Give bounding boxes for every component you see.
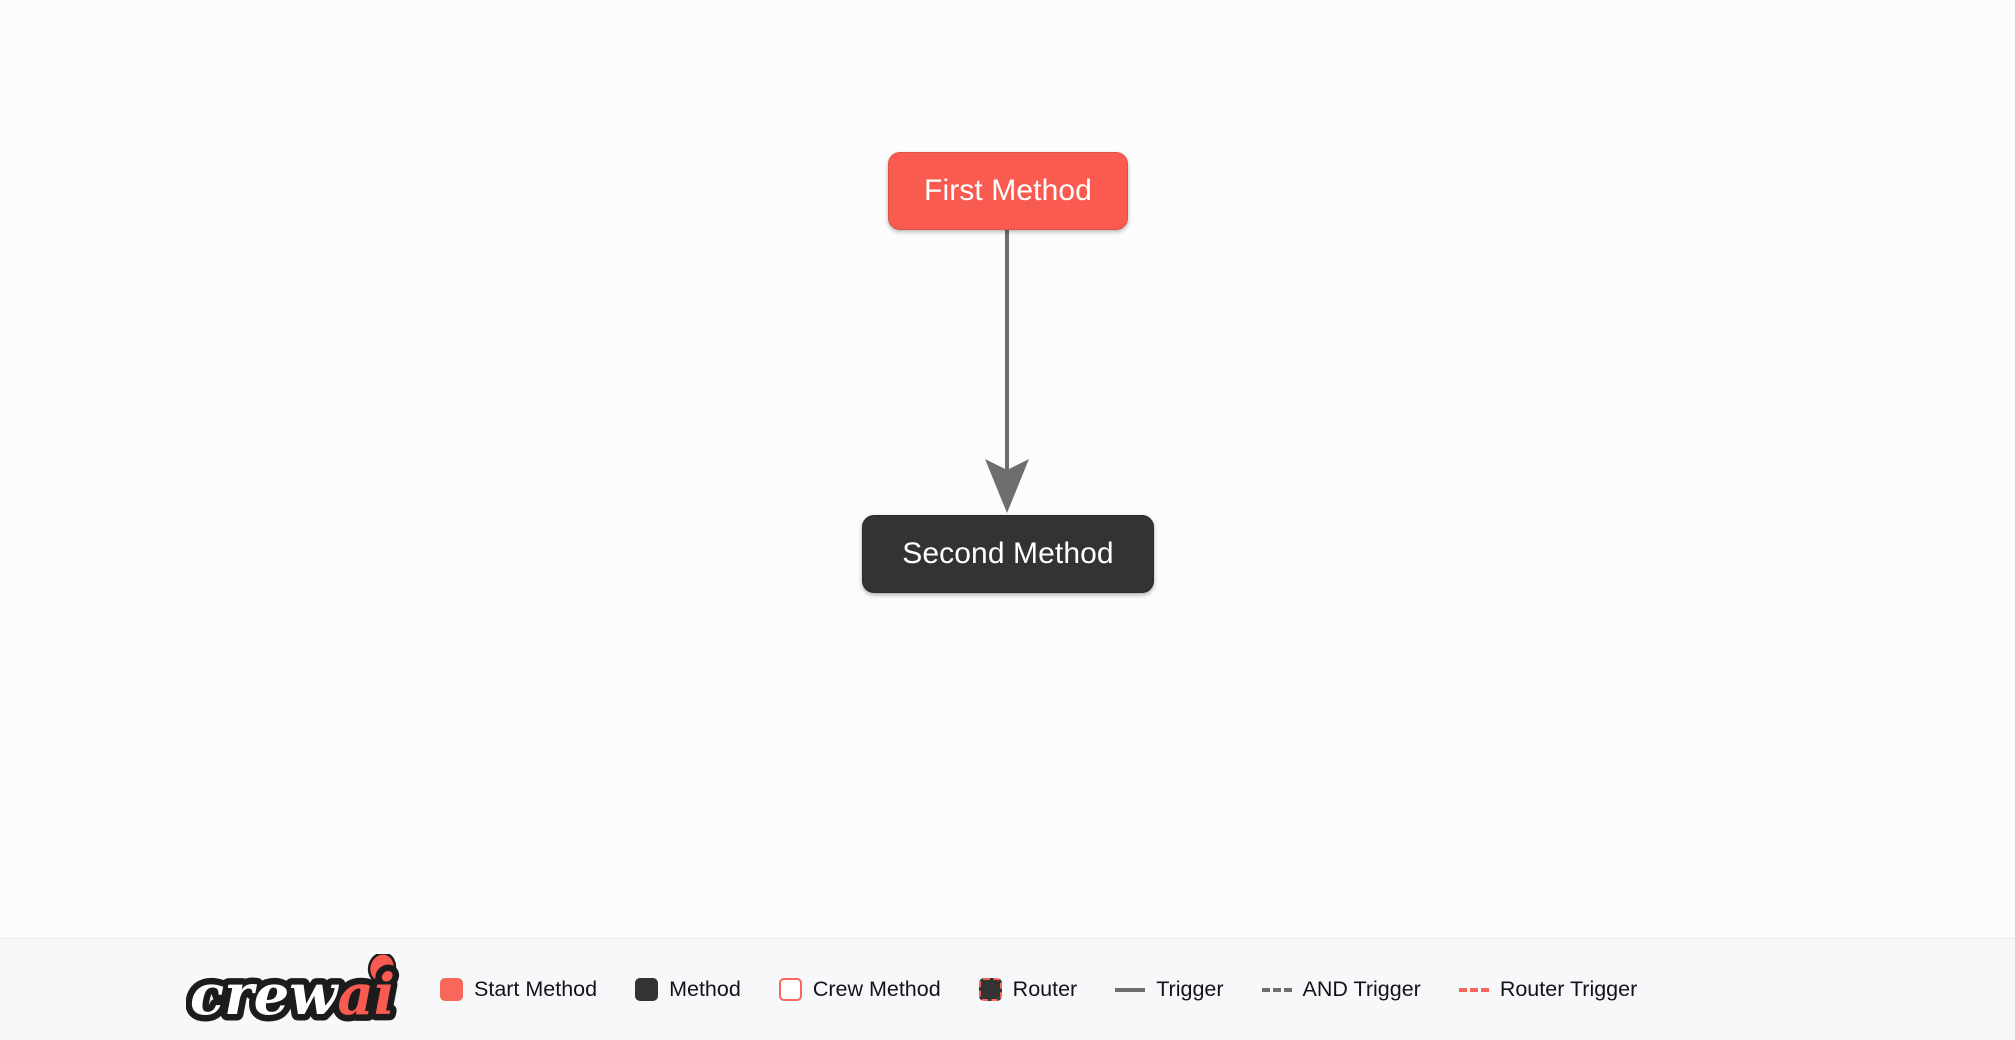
legend-item-start-method[interactable]: Start Method <box>440 978 597 1001</box>
legend-label: Router Trigger <box>1499 976 1638 1001</box>
router-swatch <box>978 978 1002 1001</box>
legend-bar: crewai crew crewai Start Method Method C… <box>0 938 2015 1040</box>
legend-label: Trigger <box>1156 976 1224 1001</box>
legend-label: Method <box>669 976 741 1001</box>
legend-items: Start Method Method Crew Method Router T… <box>440 978 2015 1001</box>
crew-method-swatch <box>778 978 802 1001</box>
flow-node-label: Second Method <box>902 537 1114 570</box>
logo-wordmark-outline: crewai <box>190 962 395 1026</box>
legend-item-router[interactable]: Router <box>978 976 1078 1001</box>
legend-label: Start Method <box>474 976 598 1001</box>
legend-label: AND Trigger <box>1302 976 1421 1001</box>
flow-canvas[interactable]: First Method Second Method <box>0 0 2015 938</box>
legend-label: Crew Method <box>812 976 941 1001</box>
flow-node-label: First Method <box>924 174 1092 207</box>
logo-i-dot-fill <box>370 954 394 981</box>
edge-arrowhead <box>985 459 1029 513</box>
legend-label: Router <box>1012 976 1078 1001</box>
edge-layer <box>985 230 1029 513</box>
legend-item-trigger[interactable]: Trigger <box>1115 976 1224 1001</box>
start-method-swatch <box>440 978 463 1001</box>
logo-wordmark-crew: crew <box>190 962 339 1026</box>
legend-item-router-trigger[interactable]: Router Trigger <box>1458 976 1638 1001</box>
and-trigger-line <box>1261 987 1292 992</box>
legend-item-and-trigger[interactable]: AND Trigger <box>1261 976 1421 1001</box>
method-swatch <box>635 978 659 1001</box>
logo-wordmark-spacer: crewai <box>190 962 395 1026</box>
trigger-line <box>1115 987 1146 992</box>
legend-item-method[interactable]: Method <box>635 978 741 1001</box>
flow-node-first-method[interactable]: First Method <box>888 152 1128 230</box>
legend-item-crew-method[interactable]: Crew Method <box>778 976 941 1001</box>
edge-first-to-second <box>985 230 1029 513</box>
crewai-logo: crewai crew crewai <box>186 953 404 1026</box>
router-trigger-line <box>1458 987 1489 992</box>
flow-node-second-method[interactable]: Second Method <box>862 515 1154 593</box>
crewai-logo-icon: crewai crew crewai <box>186 953 402 1026</box>
